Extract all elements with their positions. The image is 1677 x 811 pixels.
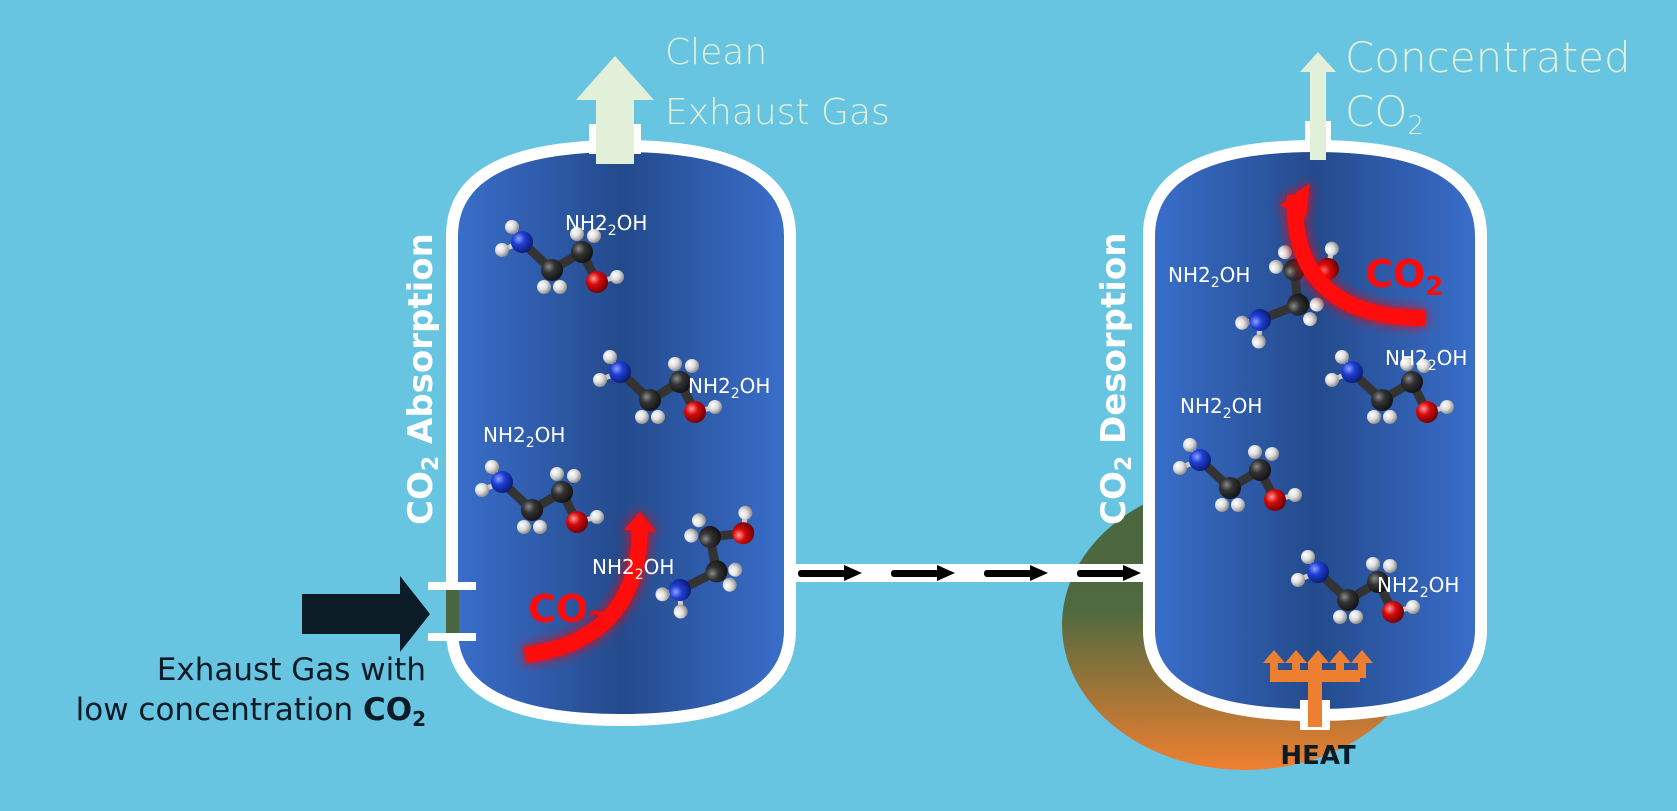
transfer-pipe	[790, 564, 1150, 582]
concentrated-co2-label-line1: Concentrated	[1345, 33, 1631, 82]
molecule-label: NH22OH	[1385, 346, 1467, 374]
co2-absorption-arrow	[523, 512, 656, 663]
concentrated-co2-outlet-arrow	[1300, 52, 1336, 160]
heat-prong	[1285, 650, 1307, 678]
flow-arrow	[984, 565, 1048, 581]
desorption-title: CO2 Desorption	[1094, 233, 1137, 525]
molecule-label: NH22OH	[1180, 394, 1262, 422]
flow-arrow	[891, 565, 955, 581]
flow-arrow	[1077, 565, 1141, 581]
co2-desorber-label: CO2	[1365, 252, 1443, 302]
flow-arrow	[798, 565, 862, 581]
desorber-vessel	[1143, 139, 1487, 722]
heat-label: HEAT	[1280, 741, 1356, 771]
molecule-label: NH22OH	[592, 555, 674, 583]
heat-prong	[1351, 650, 1373, 678]
molecule-label: NH22OH	[1168, 263, 1250, 291]
molecule-label: NH22OH	[1377, 573, 1459, 601]
clean-gas-label-line1: Clean	[665, 32, 767, 73]
co2-desorption-arrow	[1280, 183, 1426, 326]
exhaust-gas-inlet-arrow	[302, 576, 476, 652]
heat-prong	[1263, 650, 1285, 678]
heat-prong	[1329, 650, 1351, 678]
absorption-title: CO2 Absorption	[401, 233, 444, 525]
clean-gas-outlet-arrow	[576, 56, 654, 164]
molecule-label: NH22OH	[483, 423, 565, 451]
molecule-label: NH22OH	[565, 211, 647, 239]
concentrated-co2-label-line2: CO2	[1345, 87, 1424, 141]
molecule-label: NH22OH	[688, 374, 770, 402]
inlet-label-line1: Exhaust Gas with	[157, 652, 426, 688]
clean-gas-label-line2: Exhaust Gas	[665, 92, 890, 133]
co2-absorber-label: CO2	[528, 587, 606, 637]
heating-element-icon	[1263, 650, 1373, 730]
inlet-label-line2: low concentration CO2	[76, 692, 426, 731]
heat-prong	[1307, 650, 1329, 678]
